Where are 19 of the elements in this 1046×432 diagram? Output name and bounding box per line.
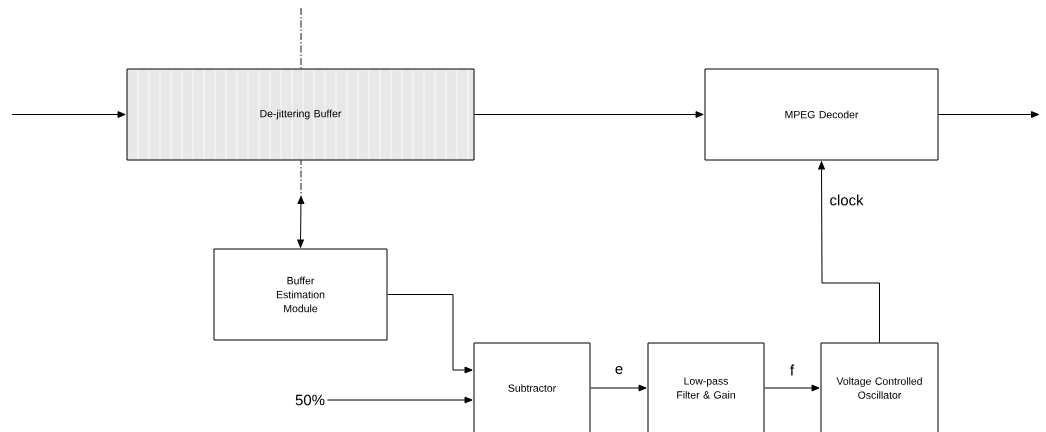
process-box: Low-pass Filter & Gain	[647, 342, 765, 432]
arrow	[11, 111, 126, 118]
edge-label: f	[788, 363, 796, 377]
edge-label: clock	[828, 193, 865, 207]
arrow	[387, 294, 473, 374]
arrow	[326, 396, 473, 404]
arrow	[818, 161, 880, 343]
process-box: Subtractor	[473, 342, 591, 432]
input-label: 50%	[295, 394, 325, 406]
arrow	[938, 111, 1040, 118]
edge-label: e	[613, 364, 625, 376]
process-box: MPEG Decoder	[704, 68, 939, 161]
arrow	[297, 195, 305, 248]
buffer-box: De-jittering Buffer	[126, 68, 475, 161]
arrow	[474, 111, 704, 118]
process-box: Buffer Estimation Module	[213, 248, 388, 341]
process-box: Voltage Controlled Oscillator	[820, 342, 939, 432]
arrow	[590, 384, 647, 392]
arrow	[764, 384, 820, 392]
